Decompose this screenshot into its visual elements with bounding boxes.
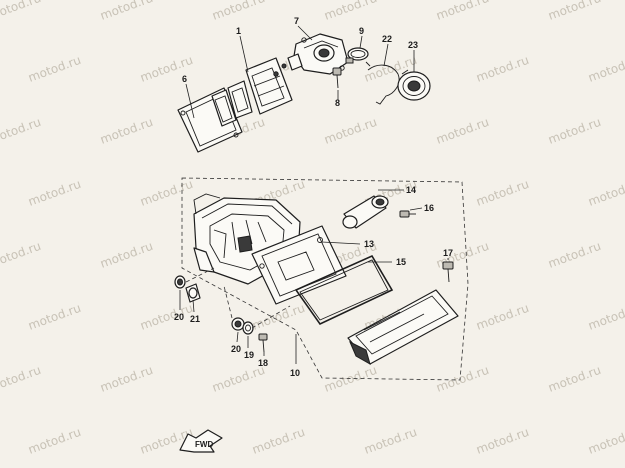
watermark-text: motod.ru bbox=[322, 0, 379, 23]
watermark-text: motod.ru bbox=[474, 177, 531, 209]
part-19-washer bbox=[242, 321, 254, 335]
callout-14: 14 bbox=[406, 185, 416, 195]
callout-7: 7 bbox=[294, 16, 299, 26]
watermark-text: motod.ru bbox=[434, 0, 491, 23]
watermark-text: motod.ru bbox=[98, 0, 155, 23]
watermark-text: motod.ru bbox=[250, 301, 307, 333]
part-10-cover bbox=[347, 289, 459, 366]
watermark-text: motod.ru bbox=[586, 53, 625, 85]
watermark-text: motod.ru bbox=[98, 363, 155, 395]
part-20-plug-left bbox=[174, 275, 186, 289]
part-16-screw bbox=[399, 210, 416, 218]
watermark-text: motod.ru bbox=[434, 115, 491, 147]
watermark-text: motod.ru bbox=[474, 301, 531, 333]
watermark-text: motod.ru bbox=[362, 425, 419, 457]
callout-labels: 1 6 7 8 9 22 23 14 16 13 15 17 20 21 20 … bbox=[174, 16, 453, 378]
watermark-text: motod.ru bbox=[98, 115, 155, 147]
watermark-text: motod.ru bbox=[210, 0, 267, 23]
callout-8: 8 bbox=[335, 98, 340, 108]
callout-1: 1 bbox=[236, 26, 241, 36]
watermark-text: motod.ru bbox=[0, 115, 43, 147]
watermark-text: motod.ru bbox=[138, 301, 195, 333]
watermark-text: motod.ru bbox=[586, 177, 625, 209]
watermark-text: motod.ru bbox=[26, 177, 83, 209]
part-9-clamp bbox=[345, 47, 369, 64]
callout-15: 15 bbox=[396, 257, 406, 267]
part-8-bolt bbox=[332, 67, 342, 89]
watermark-text: motod.ru bbox=[546, 0, 603, 23]
callout-13: 13 bbox=[364, 239, 374, 249]
watermark-text: motod.ru bbox=[250, 425, 307, 457]
watermark-text: motod.ru bbox=[0, 239, 43, 271]
callout-16: 16 bbox=[424, 203, 434, 213]
watermark-text: motod.ru bbox=[586, 301, 625, 333]
callout-22: 22 bbox=[382, 34, 392, 44]
watermark-text: motod.ru bbox=[546, 115, 603, 147]
part-1-reed-valve bbox=[211, 57, 293, 127]
watermark-text: motod.ru bbox=[474, 425, 531, 457]
watermark-text: motod.ru bbox=[546, 239, 603, 271]
part-21-plug bbox=[185, 283, 201, 303]
part-15-seal bbox=[294, 254, 394, 326]
watermark-text: motod.ru bbox=[434, 363, 491, 395]
part-14-funnel bbox=[342, 195, 389, 229]
callout-6: 6 bbox=[182, 74, 187, 84]
callout-23: 23 bbox=[408, 40, 418, 50]
part-20-plug-lower bbox=[231, 317, 245, 331]
fwd-label: FWD bbox=[195, 440, 213, 449]
part-17-screw bbox=[442, 261, 454, 283]
watermark-text: motod.ru bbox=[0, 0, 43, 23]
callout-17: 17 bbox=[443, 248, 453, 258]
callout-10: 10 bbox=[290, 368, 300, 378]
leader-lines bbox=[179, 25, 449, 364]
watermark-text: motod.ru bbox=[322, 115, 379, 147]
callout-20-lower: 20 bbox=[231, 344, 241, 354]
part-18-bolt bbox=[258, 333, 268, 353]
assembly-10-outline bbox=[181, 177, 469, 381]
watermark-text: motod.ru bbox=[546, 363, 603, 395]
watermark-text: motod.ru bbox=[0, 363, 43, 395]
part-13-element bbox=[251, 225, 347, 305]
callout-9: 9 bbox=[359, 26, 364, 36]
part-22-spring-clip bbox=[365, 61, 400, 105]
callout-20-left: 20 bbox=[174, 312, 184, 322]
watermark-text: motod.ru bbox=[26, 425, 83, 457]
watermark-text: motod.ru bbox=[138, 177, 195, 209]
callout-21: 21 bbox=[190, 314, 200, 324]
part-23-joint bbox=[397, 69, 431, 101]
watermark-text: motod.ru bbox=[26, 53, 83, 85]
watermark-text: motod.ru bbox=[98, 239, 155, 271]
watermark-text: motod.ru bbox=[586, 425, 625, 457]
callout-18: 18 bbox=[258, 358, 268, 368]
part-7-manifold bbox=[287, 33, 349, 75]
fwd-arrow-icon: FWD bbox=[179, 429, 223, 453]
watermark-text: motod.ru bbox=[26, 301, 83, 333]
watermark-text: motod.ru bbox=[474, 53, 531, 85]
callout-19: 19 bbox=[244, 350, 254, 360]
